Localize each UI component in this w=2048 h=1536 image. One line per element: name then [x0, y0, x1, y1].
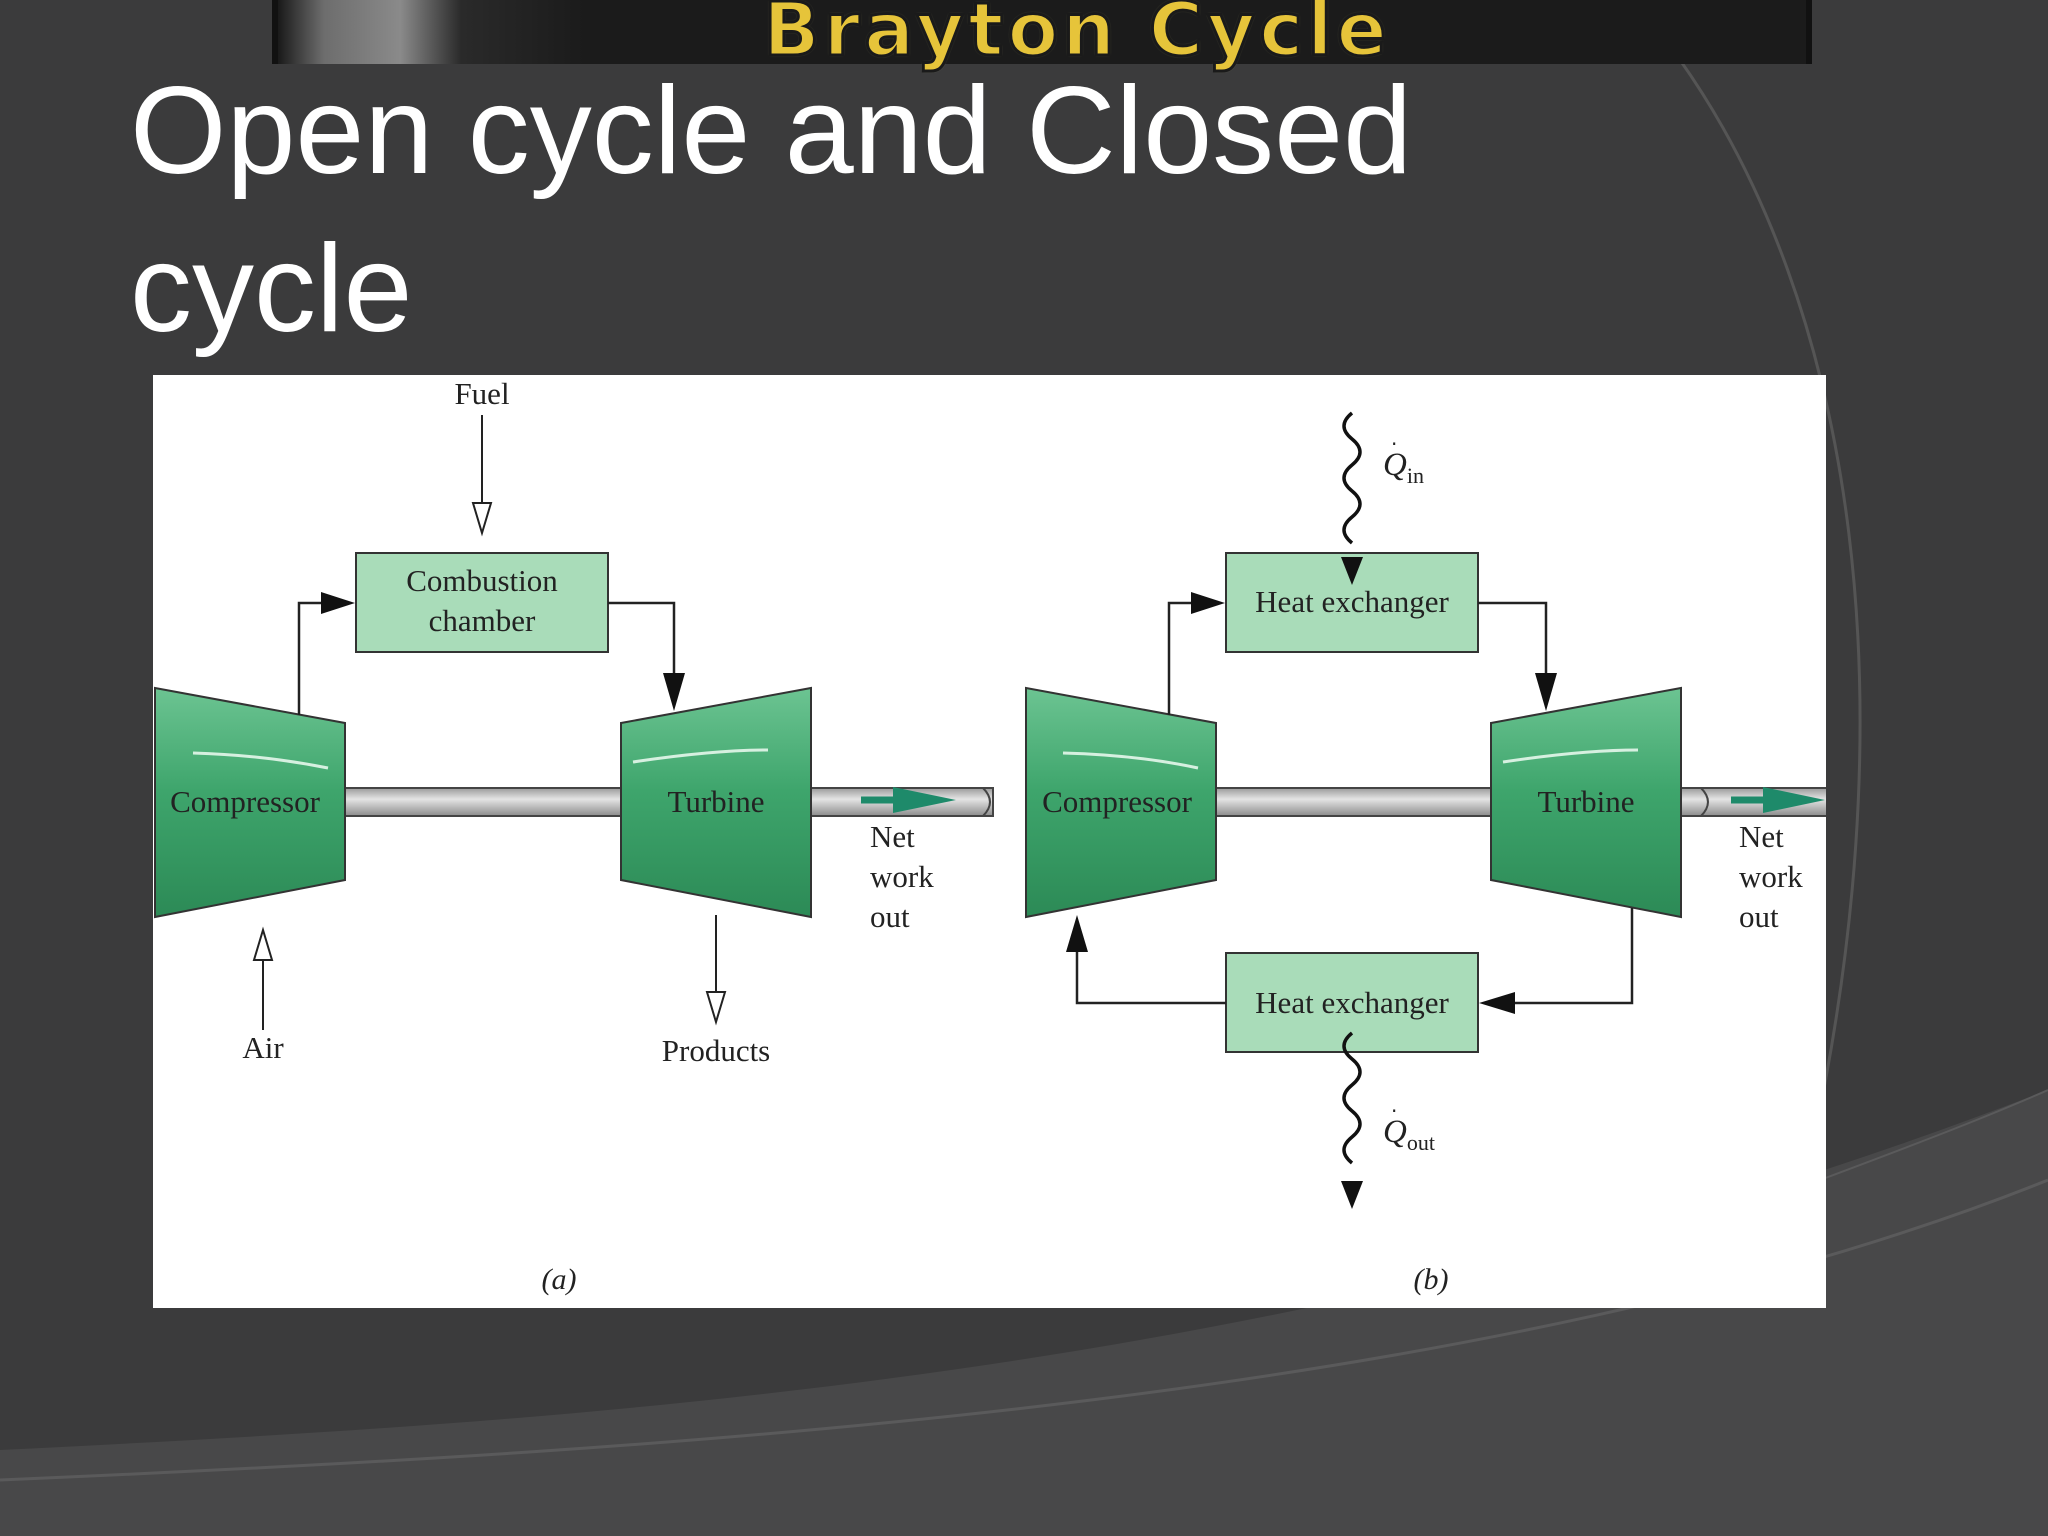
compressor-a-label: Compressor [170, 784, 321, 819]
net-work-arrow-a [893, 787, 956, 813]
turbine-b-label: Turbine [1537, 784, 1634, 819]
net-work-a-line1: Net [870, 819, 915, 854]
q-in-label: Qin [1383, 447, 1424, 488]
net-work-b-line2: work [1739, 859, 1803, 894]
compressor-b-label: Compressor [1042, 784, 1193, 819]
caption-a: (a) [542, 1263, 577, 1296]
air-label: Air [242, 1030, 284, 1065]
compressor-b [1025, 686, 1217, 919]
open-cycle-diagram: Compressor Turbine Combustion chamber Fu… [154, 376, 994, 1296]
header-banner [272, 0, 1812, 64]
flow-arrow-to-compressor-b [1066, 915, 1088, 952]
q-out-dot: · [1391, 1099, 1397, 1123]
combustion-chamber-label-1: Combustion [406, 563, 558, 598]
turbine-b [1490, 686, 1682, 919]
flow-arrow-to-combustion [321, 592, 355, 614]
flow-arrow-to-heat-exchanger-bottom [1479, 992, 1515, 1014]
q-in-wavy-line [1342, 411, 1362, 545]
turbine-a [620, 686, 812, 919]
air-arrow [252, 926, 274, 961]
cycle-diagram-svg: Compressor Turbine Combustion chamber Fu… [154, 376, 1826, 1296]
banner-title: Brayton Cycle [762, 0, 1391, 73]
closed-cycle-diagram: Compressor Turbine Heat exchanger Heat e… [1025, 411, 1826, 1296]
net-work-a-line3: out [870, 899, 910, 934]
flow-arrow-to-turbine-b [1535, 673, 1557, 711]
compressor-a [154, 686, 346, 919]
q-out-wavy-line [1342, 1031, 1362, 1165]
heat-exchanger-bottom-label: Heat exchanger [1255, 985, 1449, 1020]
heat-exchanger-top-label: Heat exchanger [1255, 584, 1449, 619]
fuel-arrow [471, 502, 493, 537]
slide-title: Open cycle and Closed cycle [130, 62, 1413, 358]
flow-arrow-to-heat-exchanger-top [1191, 592, 1225, 614]
q-in-arrow [1341, 557, 1363, 585]
net-work-arrow-b [1763, 787, 1825, 813]
heat-exchanger-bottom [1225, 952, 1479, 1053]
q-in-dot: · [1391, 432, 1397, 456]
q-out-arrow [1341, 1181, 1363, 1209]
fuel-label: Fuel [454, 376, 509, 411]
products-arrow [705, 991, 727, 1026]
combustion-chamber-label-2: chamber [429, 603, 536, 638]
net-work-b-line3: out [1739, 899, 1779, 934]
turbine-a-label: Turbine [667, 784, 764, 819]
q-out-label: Qout [1383, 1114, 1435, 1155]
products-label: Products [662, 1033, 771, 1068]
caption-b: (b) [1414, 1263, 1449, 1296]
combustion-chamber [355, 552, 609, 653]
net-work-b-line1: Net [1739, 819, 1784, 854]
net-work-a-line2: work [870, 859, 934, 894]
brayton-cycle-figure: Compressor Turbine Combustion chamber Fu… [153, 375, 1826, 1308]
flow-arrow-to-turbine-a [663, 673, 685, 711]
